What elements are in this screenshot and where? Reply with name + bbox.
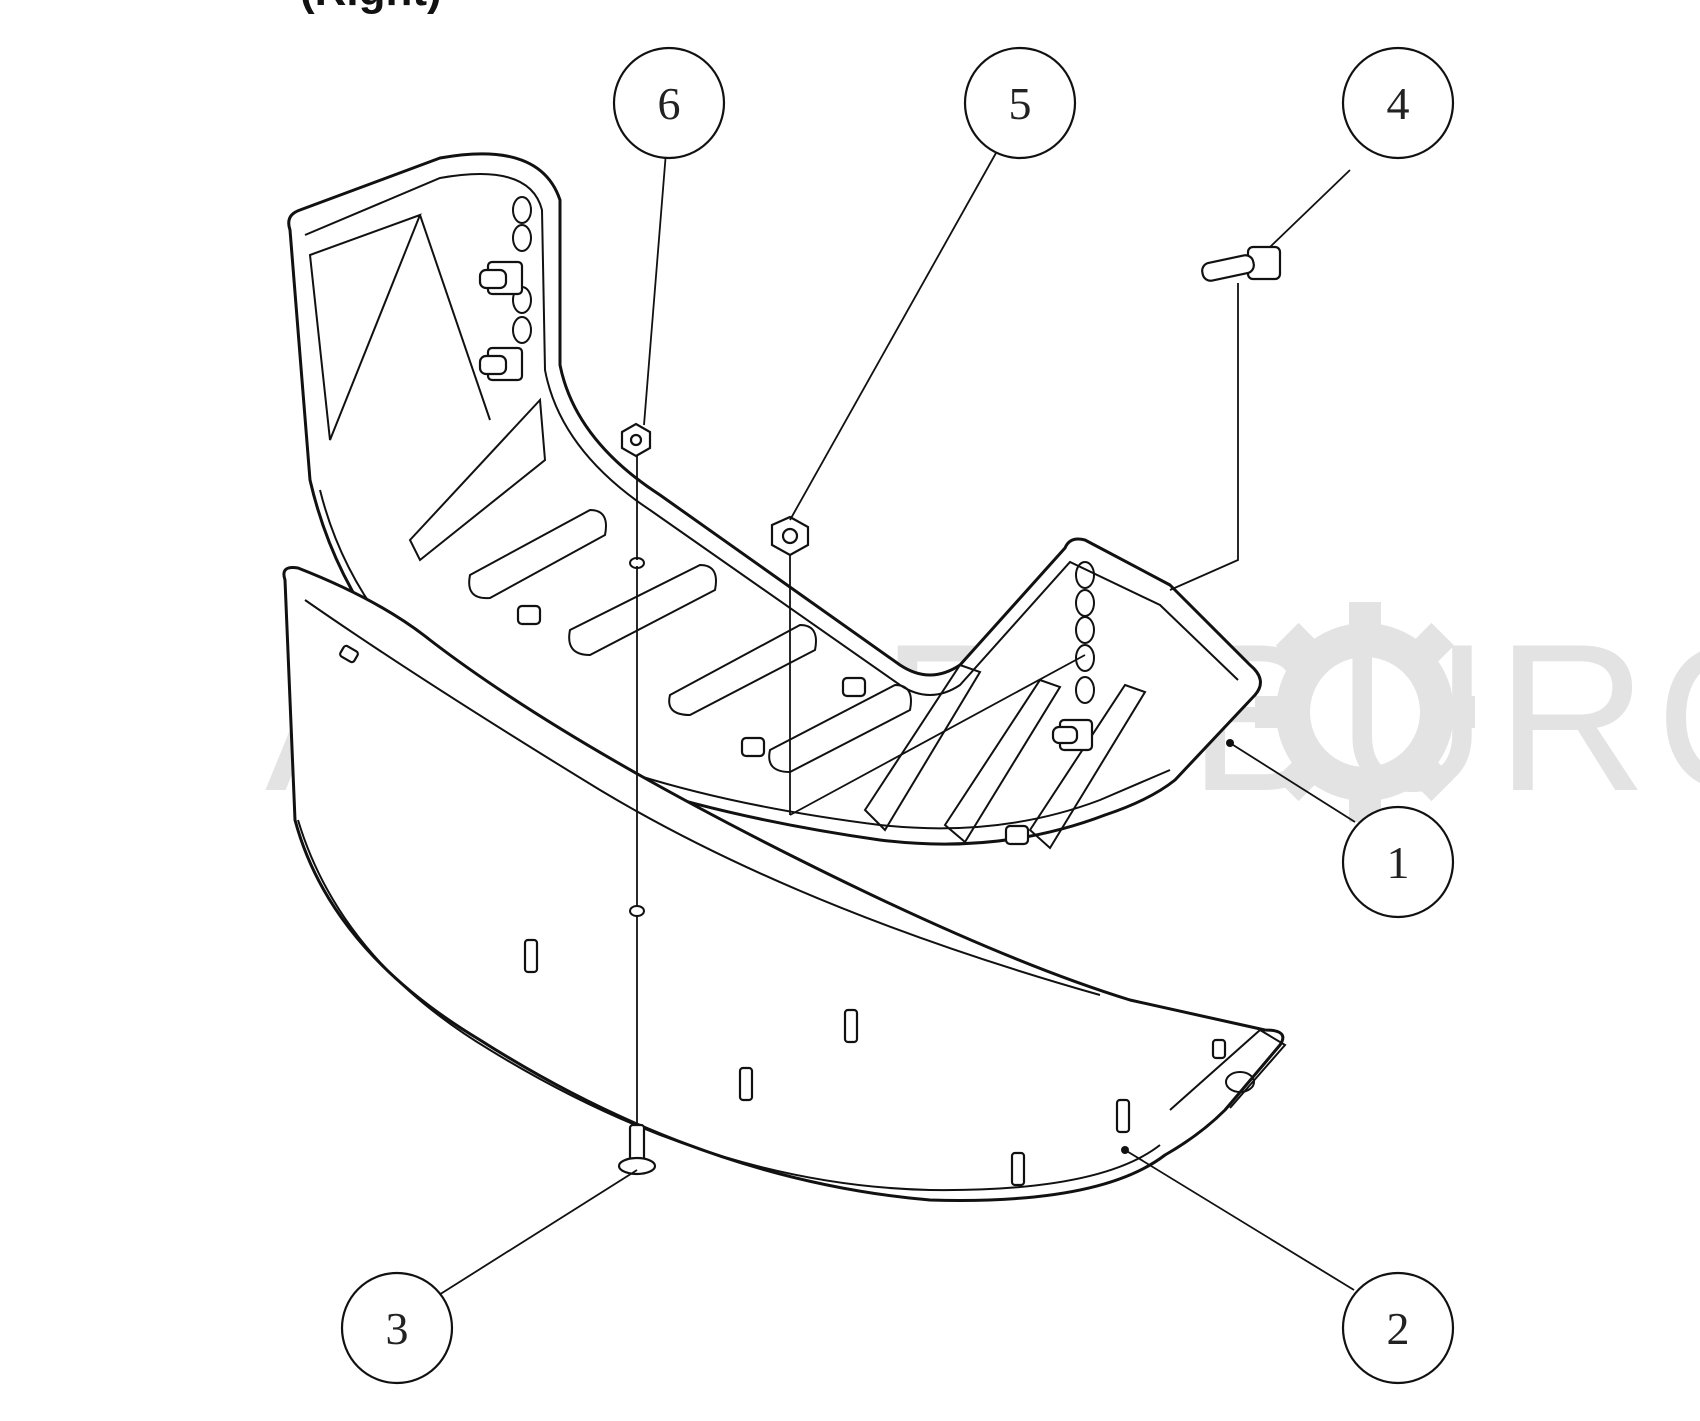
callout-4-label: 4 bbox=[1387, 78, 1410, 129]
callout-6: 6 bbox=[612, 46, 726, 160]
leader-lines bbox=[422, 151, 1356, 1306]
callout-2: 2 bbox=[1341, 1271, 1455, 1385]
callout-1: 1 bbox=[1341, 805, 1455, 919]
callout-3-label: 3 bbox=[386, 1303, 409, 1354]
callout-5: 5 bbox=[963, 46, 1077, 160]
hardware bbox=[617, 245, 1282, 1176]
callout-2-label: 2 bbox=[1387, 1303, 1410, 1354]
callout-5-label: 5 bbox=[1009, 78, 1032, 129]
gear-icon bbox=[1255, 602, 1475, 822]
callout-3: 3 bbox=[340, 1271, 454, 1385]
lower-shoe bbox=[282, 566, 1287, 1202]
callout-1-label: 1 bbox=[1387, 837, 1410, 888]
page-title: (Right) bbox=[300, 0, 442, 16]
callout-4: 4 bbox=[1341, 46, 1455, 160]
upper-bracket bbox=[287, 152, 1262, 850]
callout-6-label: 6 bbox=[658, 78, 681, 129]
